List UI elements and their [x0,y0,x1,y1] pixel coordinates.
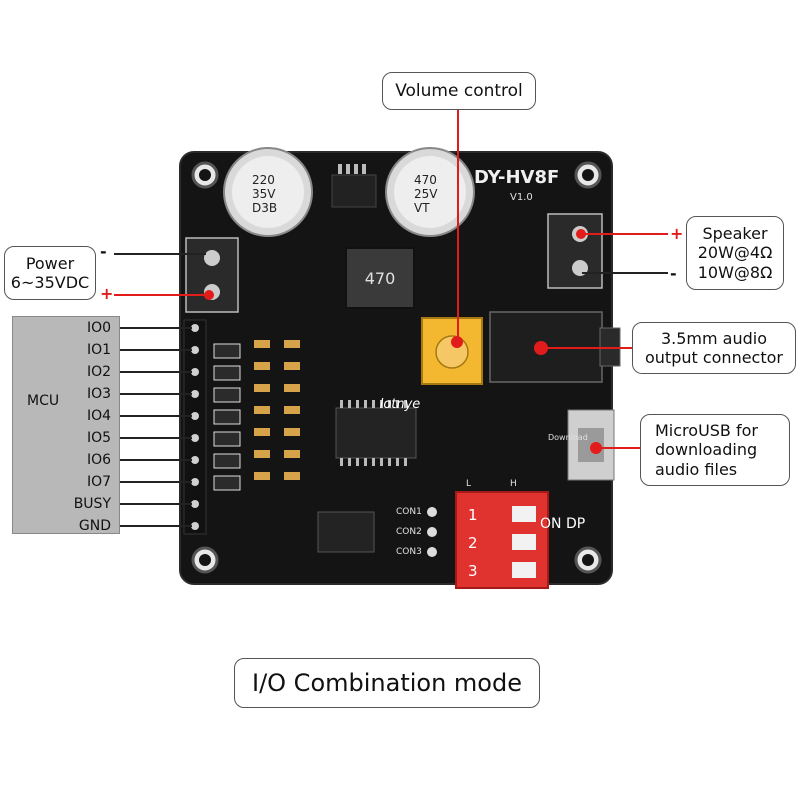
speaker-plus-wire [582,233,668,235]
audio-connector-line2: output connector [644,348,783,367]
wire-io4 [120,415,192,417]
volume-pointer-dot [451,336,463,348]
speaker-plus-dot [576,229,586,239]
wire-io6 [120,459,192,461]
mcu-pin-io4: IO4 [86,408,111,424]
power-plus-dot [204,290,214,300]
volume-pointer-line [457,110,459,342]
mcu-pin-io3: IO3 [86,386,111,402]
mcu-pin-io5: IO5 [86,430,111,446]
wire-busy [120,503,192,505]
wire-io7 [120,481,192,483]
microusb-line3: audio files [655,459,738,479]
cap1-line1: 220 [252,173,275,187]
speaker-callout: Speaker 20W@4Ω 10W@8Ω [686,216,784,290]
mcu-pin-gnd: GND [78,518,111,534]
mcu-block: MCU IO0 IO1 IO2 IO3 IO4 IO5 IO6 IO7 BUSY… [12,316,120,534]
power-plus-symbol: + [100,284,114,303]
cap2-line1: 470 [414,173,437,187]
cap2-line2: 25V [414,187,438,201]
dip-num-1: 1 [468,506,478,524]
con3-label: CON3 [396,547,422,557]
cap1-line2: 35V [252,187,276,201]
power-minus-symbol: - [100,242,107,261]
board-model-text: DY-HV8F [474,167,559,188]
mcu-title: MCU [27,393,60,409]
con2-label: CON2 [396,527,422,537]
microusb-callout: MicroUSB for downloading audio files [640,414,790,486]
speaker-plus-symbol: + [670,224,684,243]
speaker-minus-symbol: - [670,264,677,283]
wire-gnd [120,525,192,527]
audio-connector-callout: 3.5mm audio output connector [632,322,796,374]
cap1-line3: D3B [252,201,277,215]
speaker-spec-8ohm: 10W@8Ω [697,262,773,282]
mcu-pin-io1: IO1 [86,342,111,358]
dip-num-2: 2 [468,534,478,552]
mcu-pin-io7: IO7 [86,474,111,490]
microusb-pointer-dot [590,442,602,454]
wire-io3 [120,393,192,395]
dip-h-label: H [510,479,517,489]
power-minus-wire [114,253,206,255]
speaker-label: Speaker [702,224,768,244]
mode-caption-box: I/O Combination mode [234,658,540,708]
audio-connector-line1: 3.5mm audio [660,328,768,348]
mcu-pin-io0: IO0 [86,320,111,336]
power-voltage-label: 6~35VDC [10,273,90,292]
cap2-line3: VT [414,201,430,215]
microusb-line1: MicroUSB for [655,421,758,441]
microusb-pointer-line [596,447,640,449]
power-label: Power [25,253,75,273]
con1-label: CON1 [396,507,422,517]
volume-control-callout: Volume control [382,72,536,110]
wire-io1 [120,349,192,351]
inductor-text: 470 [365,269,396,288]
mcu-pin-io6: IO6 [86,452,111,468]
speaker-minus-wire [582,272,668,274]
power-callout: Power 6~35VDC [4,246,96,300]
board-version-text: V1.0 [510,192,533,203]
wire-io2 [120,371,192,373]
volume-control-label: Volume control [395,80,523,101]
microusb-line2: downloading [655,440,758,460]
mcu-pin-io2: IO2 [86,364,111,380]
mode-caption: I/O Combination mode [252,668,522,697]
download-label: Download [548,433,588,442]
wire-io5 [120,437,192,439]
mcu-pin-busy: BUSY [73,496,111,512]
wire-io0 [120,327,192,329]
power-plus-wire [114,294,206,296]
dip-num-3: 3 [468,562,478,580]
audio-pointer-dot [534,341,548,355]
dip-on-label: ON DP [540,516,585,532]
speaker-spec-4ohm: 20W@4Ω [697,243,773,263]
watermark-text: lotnye [380,397,421,412]
dip-l-label: L [466,479,471,489]
audio-pointer-line [542,347,632,349]
